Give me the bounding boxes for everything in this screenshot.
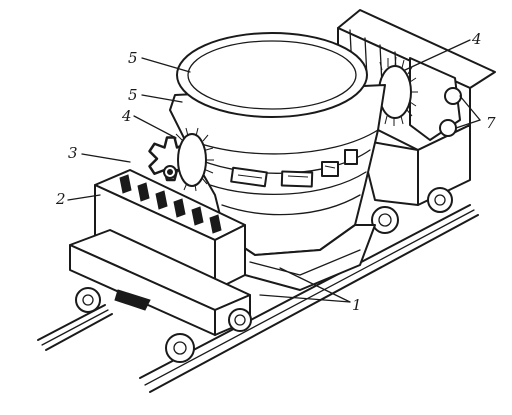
- left-wheels: [75, 287, 252, 363]
- rail-front: [139, 204, 479, 393]
- label-car: 2: [55, 190, 66, 208]
- rail-back: [37, 304, 113, 351]
- label-right-pinion: 4: [471, 30, 482, 48]
- ladle-base: [224, 224, 376, 291]
- right-wheels: [371, 187, 453, 234]
- leader-lines: [67, 39, 481, 303]
- label-bottom: 1: [352, 296, 362, 314]
- label-left-gear: 3: [68, 144, 78, 162]
- ladle-rim: [176, 32, 368, 118]
- right-pinion-gear: [378, 56, 418, 126]
- label-rim: 5: [128, 86, 138, 104]
- label-ladle: 5: [128, 49, 138, 67]
- label-left-pinion: 4: [121, 107, 132, 125]
- ladle-slots: [230, 149, 358, 188]
- left-rack-teeth: [119, 174, 222, 234]
- label-right-axle: 7: [486, 114, 496, 132]
- left-pinion-gear: [175, 127, 214, 192]
- left-car-frame: [69, 169, 251, 336]
